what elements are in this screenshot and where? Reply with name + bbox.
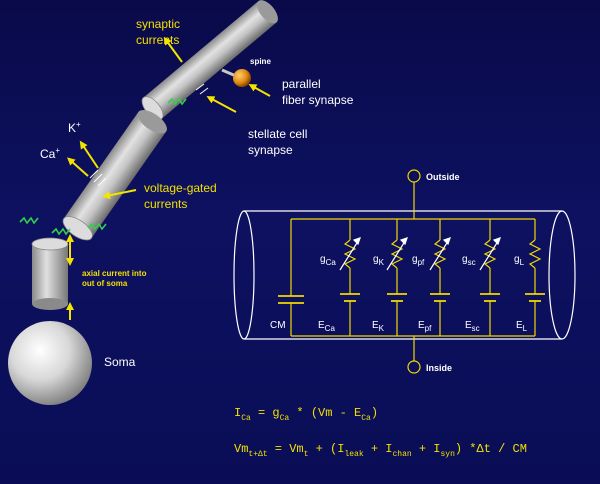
label-axial-2: out of soma — [82, 279, 128, 288]
label-synaptic-currents-1: synaptic — [136, 17, 180, 31]
equation-ica: ICa = gCa * (Vm - ECa) — [234, 406, 378, 423]
label-stellate-2: synapse — [248, 143, 293, 157]
membrane-cylinder — [233, 210, 576, 340]
label-spine: spine — [250, 57, 271, 66]
label-g-pf: gpf — [412, 254, 425, 267]
current-arrows — [66, 36, 271, 320]
synapse-mark-mid — [51, 227, 71, 236]
label-e-l: EL — [516, 320, 528, 333]
arrow-synaptic-current — [163, 36, 183, 63]
membrane-left-end — [233, 210, 255, 340]
label-e-pf: Epf — [418, 320, 432, 333]
label-e-ca: ECa — [318, 320, 335, 333]
circuit-wiring — [278, 169, 535, 374]
branch-gl — [525, 219, 545, 336]
label-g-k: gK — [373, 254, 385, 267]
arrow-stellate — [206, 96, 237, 113]
label-g-sc: gsc — [462, 254, 476, 267]
label-parallel-fiber-1: parallel — [282, 77, 321, 91]
conductance-branches — [339, 219, 545, 336]
spine-head — [233, 69, 251, 87]
label-cm: CM — [270, 320, 286, 331]
branch-gca — [339, 219, 361, 336]
label-g-l: gL — [514, 254, 525, 267]
label-axial-1: axial current into — [82, 269, 147, 278]
label-g-ca: gCa — [320, 254, 336, 267]
upper-dendrite-cylinder — [141, 0, 278, 121]
synapse-mark-stellate — [167, 97, 187, 106]
label-soma: Soma — [104, 355, 136, 369]
label-stellate-1: stellate cell — [248, 127, 307, 141]
inside-terminal — [407, 360, 421, 374]
synapse-marks — [19, 97, 187, 236]
arrow-voltage-gated — [102, 189, 137, 200]
label-voltage-gated-1: voltage-gated — [144, 181, 217, 195]
label-e-sc: Esc — [465, 320, 480, 333]
lower-dendrite-cylinder — [62, 110, 167, 241]
label-voltage-gated-2: currents — [144, 197, 187, 211]
label-ca-ion: Ca+ — [40, 146, 60, 161]
arrow-ca — [67, 157, 89, 177]
branch-gk — [386, 219, 408, 336]
branch-gpf — [429, 219, 451, 336]
synapse-mark-left — [19, 216, 39, 225]
branch-gsc — [479, 219, 501, 336]
axial-cylinder — [31, 237, 69, 310]
arrow-parallel-fiber — [248, 84, 271, 97]
label-synaptic-currents-2: currents — [136, 33, 179, 47]
label-k-ion: K+ — [68, 120, 81, 135]
membrane-right-end — [548, 210, 576, 340]
label-outside: Outside — [426, 172, 460, 182]
label-inside: Inside — [426, 363, 452, 373]
label-parallel-fiber-2: fiber synapse — [282, 93, 354, 107]
equation-vm-update: Vmt+Δt = Vmt + (Ileak + Ichan + Isyn) *Δ… — [234, 442, 527, 459]
label-e-k: EK — [372, 320, 385, 333]
outside-terminal — [407, 169, 421, 183]
arrow-k — [79, 140, 99, 169]
soma-sphere — [8, 321, 92, 405]
synapse-mark-right — [87, 222, 107, 231]
channel-ticks — [89, 83, 209, 187]
